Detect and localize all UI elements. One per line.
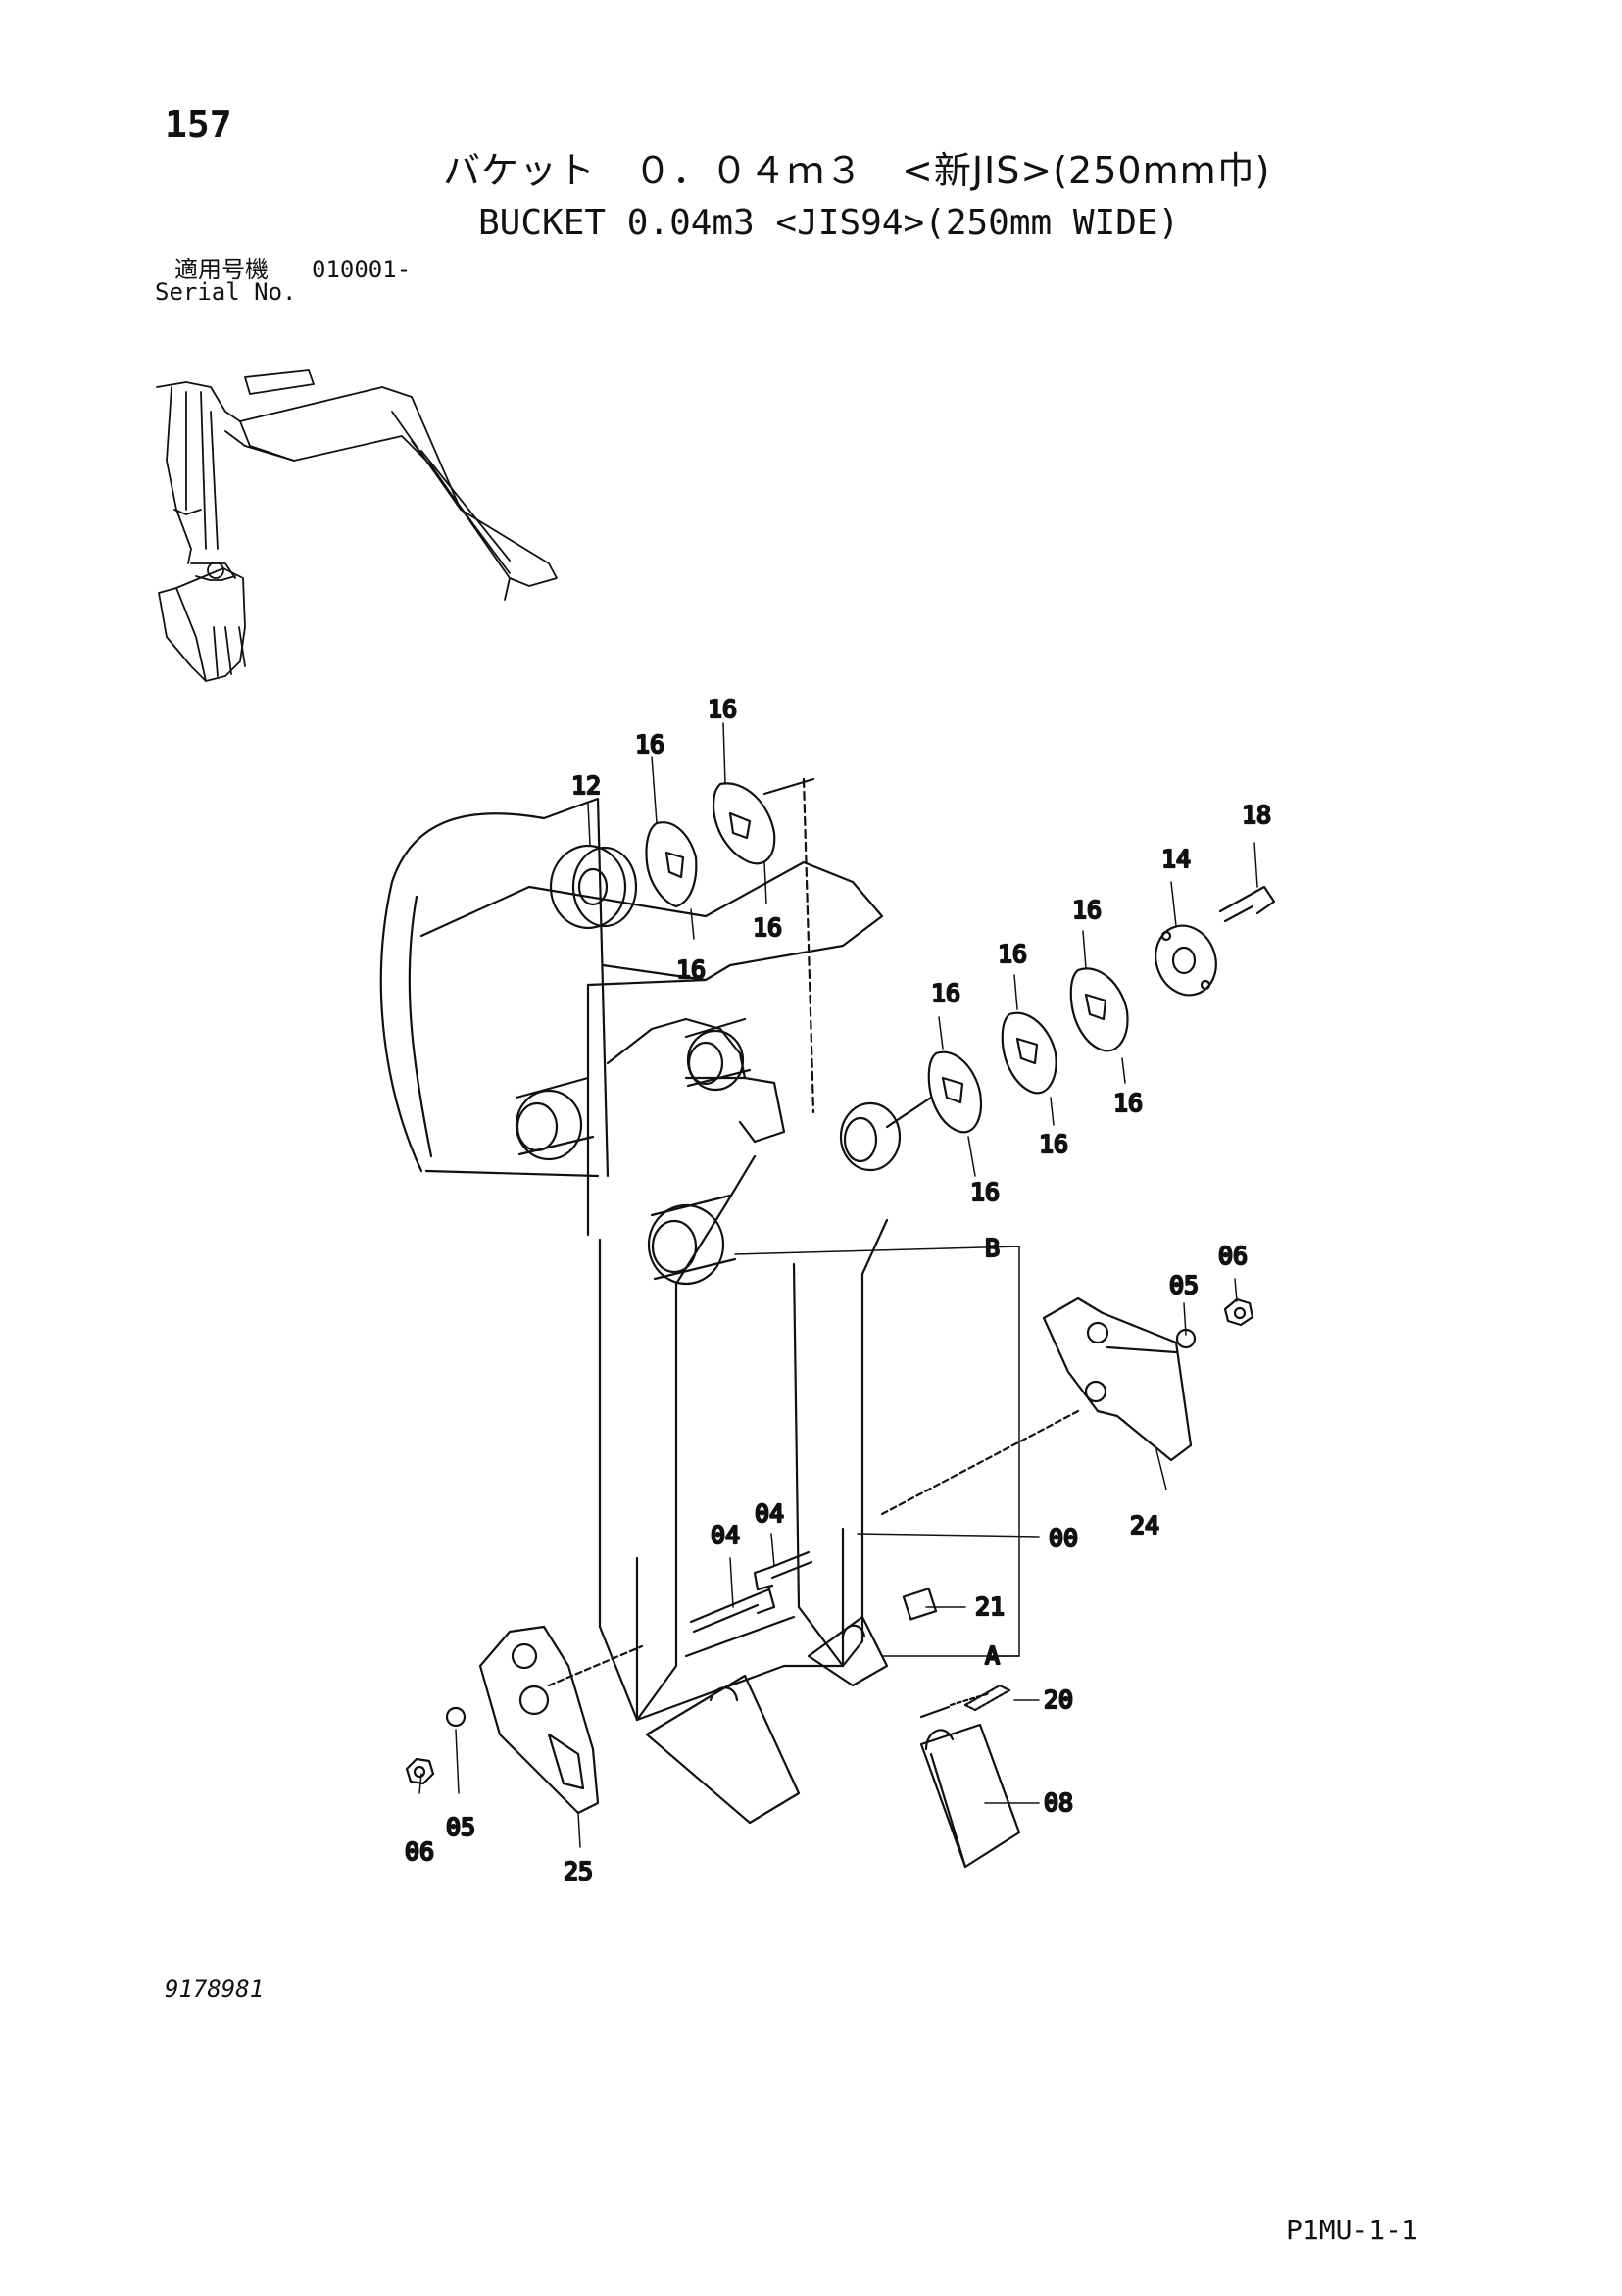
callout-05: 05 (446, 1813, 475, 1841)
leader-lines (418, 722, 1258, 1848)
callout-A: A (985, 1641, 1000, 1670)
tooth-pins (963, 1684, 1011, 1712)
bucket-body (379, 797, 889, 1722)
callout-16: 16 (1039, 1130, 1068, 1158)
callout-12: 12 (571, 771, 601, 800)
callout-18: 18 (1242, 801, 1271, 829)
callout-25: 25 (564, 1857, 593, 1885)
callout-B: B (985, 1234, 1000, 1262)
serial-value: 010001- (312, 256, 412, 283)
callout-04: 04 (755, 1499, 784, 1528)
callout-16: 16 (676, 955, 706, 984)
teeth-and-cutters (645, 1588, 1021, 1869)
callout-21: 21 (975, 1592, 1005, 1621)
callout-16: 16 (753, 913, 782, 942)
callout-24: 24 (1130, 1511, 1159, 1539)
left-side-cutter (405, 1625, 644, 1815)
callout-16: 16 (998, 940, 1027, 968)
callout-05: 05 (1169, 1271, 1199, 1299)
drawing-number: 9178981 (165, 1976, 265, 2003)
callout-16: 16 (1113, 1089, 1143, 1117)
callout-04: 04 (711, 1521, 740, 1549)
callout-00: 00 (1049, 1524, 1078, 1552)
callout-16: 16 (1072, 896, 1102, 924)
shims-and-plate-right (885, 885, 1276, 1134)
serial-label-japanese: 適用号機 (174, 256, 269, 283)
serial-label-english: Serial No. (155, 278, 297, 306)
page-number: 157 (165, 103, 232, 146)
callout-16: 16 (635, 730, 664, 758)
callout-20: 20 (1044, 1685, 1073, 1714)
callout-16: 16 (931, 979, 960, 1007)
callout-08: 08 (1044, 1788, 1073, 1817)
callout-14: 14 (1161, 845, 1191, 873)
callout-16: 16 (708, 695, 737, 723)
callout-06: 06 (405, 1837, 434, 1866)
callout-06: 06 (1218, 1242, 1248, 1270)
callout-16: 16 (970, 1178, 1000, 1206)
title-english: BUCKET 0.04m3 <JIS94>(250mm WIDE) (478, 203, 1180, 243)
bushing-and-shims-left (549, 777, 815, 1114)
pin-bosses (515, 1017, 902, 1286)
bolts (689, 1550, 813, 1634)
title-japanese: バケット ０．０４ｍ３ <新JIS>(250mm巾) (443, 149, 1271, 192)
page-code: P1MU-1-1 (1286, 2214, 1418, 2246)
key-map-excavator (156, 369, 558, 682)
right-side-cutter (880, 1296, 1254, 1516)
